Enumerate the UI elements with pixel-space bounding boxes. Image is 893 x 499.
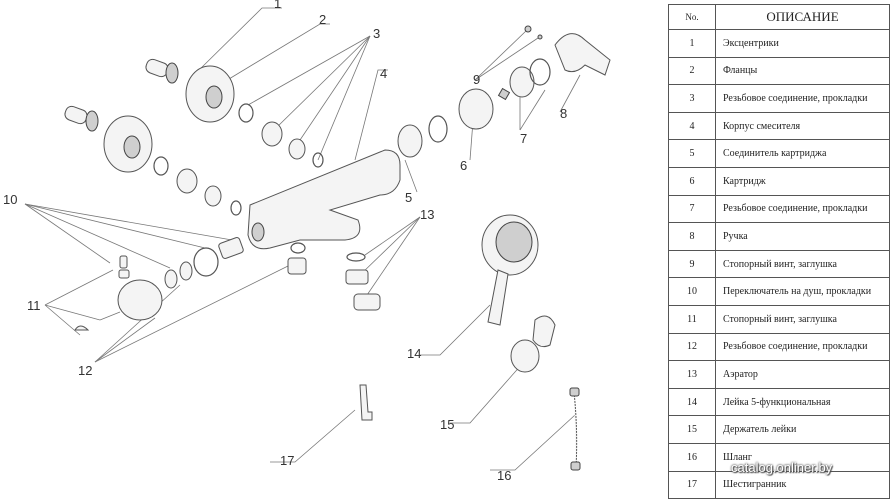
callout-5: 5 bbox=[405, 190, 412, 205]
row-desc: Резьбовое соединение, прокладки bbox=[715, 84, 890, 113]
callout-1: 1 bbox=[274, 0, 281, 11]
row-no: 3 bbox=[668, 84, 716, 113]
hand-shower bbox=[481, 214, 539, 326]
callout-labels: 1 2 3 4 5 6 7 8 9 10 11 12 13 14 15 16 1… bbox=[3, 0, 567, 483]
row-desc: Резьбовое соединение, прокладки bbox=[715, 332, 890, 362]
callout-3: 3 bbox=[373, 26, 380, 41]
aerator-part bbox=[345, 252, 381, 311]
row-desc: Держатель лейки bbox=[715, 415, 890, 444]
row-desc: Картридж bbox=[715, 166, 890, 196]
row-no: 5 bbox=[668, 139, 716, 168]
row-no: 1 bbox=[668, 29, 716, 58]
callout-4: 4 bbox=[380, 66, 387, 81]
row-no: 9 bbox=[668, 249, 716, 279]
row-no: 11 bbox=[668, 304, 716, 334]
row-no: 6 bbox=[668, 166, 716, 196]
callout-7: 7 bbox=[520, 131, 527, 146]
row-desc: Лейка 5-функциональная bbox=[715, 387, 890, 417]
callout-15: 15 bbox=[440, 417, 454, 432]
row-desc: Шестигранник bbox=[715, 470, 890, 499]
shower-hose bbox=[569, 387, 581, 471]
row-desc: Корпус смесителя bbox=[715, 111, 890, 141]
row-desc: Стопорный винт, заглушка bbox=[715, 249, 890, 279]
callout-2: 2 bbox=[319, 12, 326, 27]
row-no: 7 bbox=[668, 194, 716, 224]
exploded-diagram: 1 2 3 4 5 6 7 8 9 10 11 12 13 14 15 16 1… bbox=[3, 0, 611, 483]
callout-12: 12 bbox=[78, 363, 92, 378]
callout-10: 10 bbox=[3, 192, 17, 207]
row-no: 13 bbox=[668, 360, 716, 389]
row-no: 10 bbox=[668, 277, 716, 306]
eccentric-part bbox=[64, 58, 179, 132]
diverter-part bbox=[74, 237, 307, 331]
row-no: 12 bbox=[668, 332, 716, 362]
flange-part bbox=[103, 65, 235, 173]
callout-11: 11 bbox=[27, 298, 41, 313]
handle-part bbox=[524, 25, 611, 76]
row-no: 4 bbox=[668, 111, 716, 141]
row-no: 2 bbox=[668, 56, 716, 86]
callout-13: 13 bbox=[420, 207, 434, 222]
callout-9: 9 bbox=[473, 72, 480, 87]
row-desc: Переключатель на душ, прокладки bbox=[715, 277, 890, 306]
connector-part bbox=[153, 103, 324, 216]
callout-6: 6 bbox=[460, 158, 467, 173]
callout-14: 14 bbox=[407, 346, 421, 361]
row-desc: Аэратор bbox=[715, 360, 890, 389]
watermark: catalog.onliner.by bbox=[731, 460, 833, 475]
callout-16: 16 bbox=[497, 468, 511, 483]
row-desc: Эксцентрики bbox=[715, 29, 890, 58]
row-no: 14 bbox=[668, 387, 716, 417]
callout-8: 8 bbox=[560, 106, 567, 121]
hex-key bbox=[359, 384, 373, 421]
row-desc: Стопорный винт, заглушка bbox=[715, 304, 890, 334]
row-desc: Ручка bbox=[715, 222, 890, 251]
table-header-row: No. ОПИСАНИЕ bbox=[668, 4, 890, 30]
mixer-body bbox=[247, 149, 401, 250]
row-desc: Фланцы bbox=[715, 56, 890, 86]
row-desc: Резьбовое соединение, прокладки bbox=[715, 194, 890, 224]
row-no: 17 bbox=[668, 470, 716, 499]
callout-17: 17 bbox=[280, 453, 294, 468]
cartridge-part bbox=[397, 58, 551, 158]
header-no: No. bbox=[668, 4, 716, 30]
row-no: 8 bbox=[668, 222, 716, 251]
header-desc: ОПИСАНИЕ bbox=[715, 4, 890, 30]
row-no: 16 bbox=[668, 442, 716, 472]
row-no: 15 bbox=[668, 415, 716, 444]
leader-lines bbox=[24, 7, 581, 471]
shower-holder bbox=[510, 315, 556, 373]
row-desc: Соединитель картриджа bbox=[715, 139, 890, 168]
